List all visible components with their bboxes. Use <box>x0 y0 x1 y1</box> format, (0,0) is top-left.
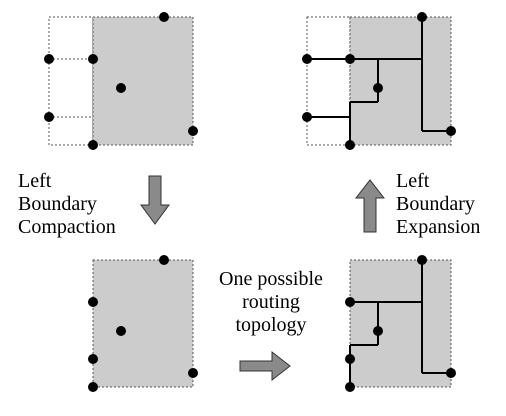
pin <box>373 326 383 336</box>
expansion-label: Left Boundary Expansion <box>396 170 480 239</box>
pin <box>345 297 355 307</box>
pin <box>446 368 456 378</box>
arrow-up-icon <box>354 179 386 233</box>
pin <box>88 354 98 364</box>
panel-compacted-routed <box>345 255 456 392</box>
pin <box>159 255 169 265</box>
pin <box>373 83 383 93</box>
pin <box>345 54 355 64</box>
shaded-region <box>92 259 194 388</box>
pin <box>446 126 456 136</box>
pin <box>116 326 126 336</box>
compaction-label-line3: Compaction <box>18 216 116 238</box>
pin <box>345 382 355 392</box>
expansion-label-line2: Boundary <box>396 193 475 215</box>
compaction-label-line2: Boundary <box>18 193 97 215</box>
expansion-label-line1: Left <box>396 170 430 192</box>
expansion-label-line3: Expansion <box>396 216 481 238</box>
shaded-region <box>92 16 194 146</box>
arrow-right-icon <box>239 350 291 382</box>
panel-original <box>44 12 198 150</box>
pin <box>345 140 355 150</box>
pin <box>88 382 98 392</box>
pin <box>159 12 169 22</box>
routing-label-line1: One possible <box>219 268 323 290</box>
pin <box>188 126 198 136</box>
pin <box>44 112 54 122</box>
pin <box>116 83 126 93</box>
routing-label-line2: routing <box>242 291 300 313</box>
pin <box>88 297 98 307</box>
pin <box>88 140 98 150</box>
dotted-boundary-region <box>306 16 351 146</box>
panel-expanded-routed <box>302 12 456 150</box>
pin <box>88 54 98 64</box>
panel-compacted <box>88 255 198 392</box>
compaction-label-line1: Left <box>18 170 52 192</box>
shaded-region <box>349 16 452 146</box>
arrow-down-icon <box>140 175 170 225</box>
pin <box>302 54 312 64</box>
pin <box>417 12 427 22</box>
shaded-region <box>349 259 452 388</box>
dotted-boundary-region <box>48 16 94 146</box>
pin <box>44 54 54 64</box>
routing-label: One possible routing topology <box>206 268 336 337</box>
pin <box>302 112 312 122</box>
compaction-label: Left Boundary Compaction <box>18 170 116 239</box>
pin <box>345 354 355 364</box>
pin <box>188 368 198 378</box>
pin <box>417 255 427 265</box>
routing-label-line3: topology <box>235 314 307 336</box>
